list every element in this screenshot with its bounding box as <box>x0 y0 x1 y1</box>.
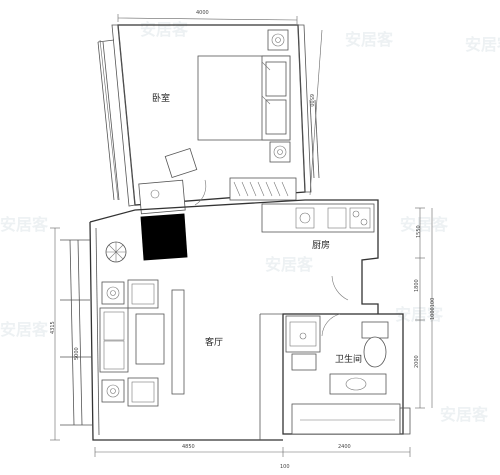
bathtub <box>285 315 321 353</box>
dim-right-total: 1000100 <box>430 298 436 320</box>
pillow <box>265 61 287 97</box>
dim-bottom-small: 100 <box>280 464 290 470</box>
dim-right-bedroom: 6500 <box>308 94 314 107</box>
chair <box>164 148 198 178</box>
side-table <box>101 379 125 403</box>
room-label-kitchen: 厨房 <box>312 239 330 251</box>
watermark: 安居客 <box>0 215 49 234</box>
dim-right-3: 2000 <box>414 355 420 368</box>
washer <box>291 403 401 435</box>
watermark: 安居客 <box>265 255 314 274</box>
desk <box>138 179 186 215</box>
side-table <box>101 281 125 305</box>
dim-bottom-right: 2400 <box>338 444 351 450</box>
watermark: 安居客 <box>0 320 49 339</box>
toilet-tank <box>361 321 389 339</box>
watermark: 安居客 <box>345 30 394 49</box>
watermark: 安居客 <box>140 20 189 39</box>
watermark: 安居客 <box>440 405 489 424</box>
bedroom-walls <box>97 24 320 207</box>
shower <box>291 353 317 371</box>
room-label-bedroom: 卧室 <box>152 92 170 104</box>
kitchen-fixtures <box>261 203 375 301</box>
room-label-living: 客厅 <box>205 336 223 348</box>
coffee-table <box>135 313 165 365</box>
room-label-bathroom: 卫生间 <box>335 353 362 365</box>
dim-bottom-left: 4850 <box>182 444 195 450</box>
dim-left-bedroom: 5000 <box>74 347 80 360</box>
toilet <box>363 336 387 368</box>
bathroom-walls <box>259 313 411 440</box>
watermark: 安居客 <box>400 215 449 234</box>
watermark: 安居客 <box>465 35 500 54</box>
bedroom-furniture <box>138 29 297 215</box>
vanity <box>329 373 387 395</box>
armchair <box>127 279 159 309</box>
dim-right-2: 1800 <box>414 279 420 292</box>
tv-cabinet <box>171 289 185 395</box>
living-furniture <box>99 241 185 407</box>
dim-left-living: 4315 <box>50 321 56 334</box>
armchair <box>127 377 159 407</box>
structural-column <box>140 213 188 261</box>
pillow <box>265 99 287 135</box>
dim-top: 4000 <box>196 10 209 16</box>
kitchen-counter <box>261 203 375 233</box>
nightstand <box>267 29 289 51</box>
wardrobe <box>229 177 297 201</box>
dim-right-1: 1550 <box>416 225 422 238</box>
living-walls <box>60 199 379 441</box>
nightstand <box>269 141 291 163</box>
